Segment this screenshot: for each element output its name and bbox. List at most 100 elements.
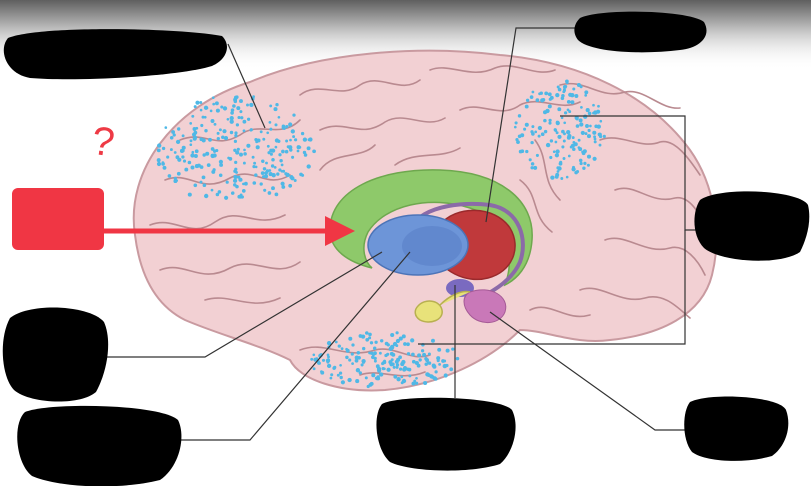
memory-dot xyxy=(592,156,597,161)
memory-dot xyxy=(209,109,213,113)
memory-dot xyxy=(205,151,210,156)
memory-dot xyxy=(369,341,374,345)
memory-dot xyxy=(559,160,563,164)
memory-dot xyxy=(400,362,405,367)
memory-dot xyxy=(354,358,359,363)
memory-dot xyxy=(582,166,586,170)
memory-dot xyxy=(566,100,571,104)
memory-dot xyxy=(195,126,199,130)
memory-dot xyxy=(330,373,334,377)
memory-dot xyxy=(302,150,307,155)
memory-dot xyxy=(199,108,203,112)
memory-dot xyxy=(563,111,568,115)
memory-dot xyxy=(406,342,410,347)
memory-dot xyxy=(561,145,565,149)
memory-dot xyxy=(253,161,257,165)
memory-dot xyxy=(260,171,265,175)
memory-dot xyxy=(219,163,224,167)
amygdala xyxy=(414,290,471,323)
memory-dot xyxy=(530,130,534,134)
memory-dot xyxy=(339,371,343,375)
memory-dot xyxy=(267,191,272,195)
memory-dot xyxy=(379,351,382,355)
memory-dot xyxy=(181,134,185,138)
memory-dot xyxy=(441,359,445,363)
memory-dot xyxy=(574,94,579,98)
memory-dot xyxy=(329,376,333,380)
memory-dot xyxy=(434,377,438,381)
memory-dot xyxy=(524,122,529,127)
memory-dot xyxy=(242,182,245,186)
memory-dot xyxy=(212,168,216,172)
memory-dot xyxy=(586,134,592,139)
memory-dot xyxy=(192,132,197,137)
memory-dot xyxy=(169,148,173,152)
memory-dot xyxy=(384,353,388,358)
memory-dot xyxy=(443,373,448,378)
memory-dot xyxy=(571,136,575,140)
memory-dot xyxy=(368,336,372,340)
memory-dot xyxy=(255,145,260,150)
memory-dot xyxy=(555,131,559,135)
memory-dot xyxy=(229,130,234,135)
memory-dot xyxy=(189,139,193,143)
memory-dot xyxy=(182,159,187,163)
memory-dot xyxy=(166,155,170,159)
memory-dot xyxy=(227,156,230,160)
memory-dot xyxy=(252,165,256,169)
memory-dot xyxy=(602,134,606,138)
memory-dot xyxy=(379,372,384,377)
redacted-label-top-left xyxy=(3,29,227,80)
memory-dot xyxy=(354,355,359,360)
memory-dot xyxy=(288,183,293,188)
memory-dot xyxy=(554,174,559,179)
memory-dot xyxy=(218,128,222,132)
highlight-box xyxy=(12,188,104,250)
memory-dot xyxy=(249,128,253,132)
memory-dot xyxy=(411,359,416,364)
memory-dot xyxy=(391,352,396,357)
redacted-label-left-middle xyxy=(2,307,109,402)
memory-dot xyxy=(365,337,370,342)
memory-dot xyxy=(320,370,323,373)
memory-dot xyxy=(548,121,552,125)
memory-dot xyxy=(206,163,211,167)
memory-dot xyxy=(173,151,177,154)
memory-dot xyxy=(414,381,419,385)
memory-dot xyxy=(548,97,552,101)
memory-dot xyxy=(340,380,345,385)
memory-dot xyxy=(436,359,440,363)
memory-dot xyxy=(593,140,597,144)
memory-dot xyxy=(529,95,534,99)
memory-dot xyxy=(293,179,297,182)
memory-dot xyxy=(243,181,248,186)
memory-dot xyxy=(229,119,234,124)
redacted-label-right xyxy=(694,191,810,261)
memory-dot xyxy=(242,129,246,133)
memory-dot xyxy=(451,347,455,351)
memory-dot xyxy=(189,122,193,125)
memory-dot xyxy=(256,138,261,143)
memory-dot xyxy=(423,380,428,386)
memory-dot xyxy=(229,115,234,121)
memory-dot xyxy=(386,367,391,372)
memory-dot xyxy=(334,340,338,344)
memory-dot xyxy=(212,102,216,106)
memory-dot xyxy=(355,368,361,373)
memory-dot xyxy=(270,148,276,153)
memory-dot xyxy=(306,164,311,169)
memory-dots-temporal xyxy=(310,331,460,389)
memory-dot xyxy=(268,121,272,124)
memory-dot xyxy=(563,88,566,91)
memory-dot xyxy=(445,348,450,353)
memory-dot xyxy=(374,376,378,380)
memory-dot xyxy=(236,147,240,151)
memory-dot xyxy=(213,122,217,126)
memory-dot xyxy=(562,90,566,94)
memory-dot xyxy=(568,110,572,114)
memory-dot xyxy=(436,356,441,361)
memory-dot xyxy=(395,365,399,369)
memory-dot xyxy=(523,127,527,131)
memory-dot xyxy=(184,167,189,172)
memory-dot xyxy=(242,161,246,165)
